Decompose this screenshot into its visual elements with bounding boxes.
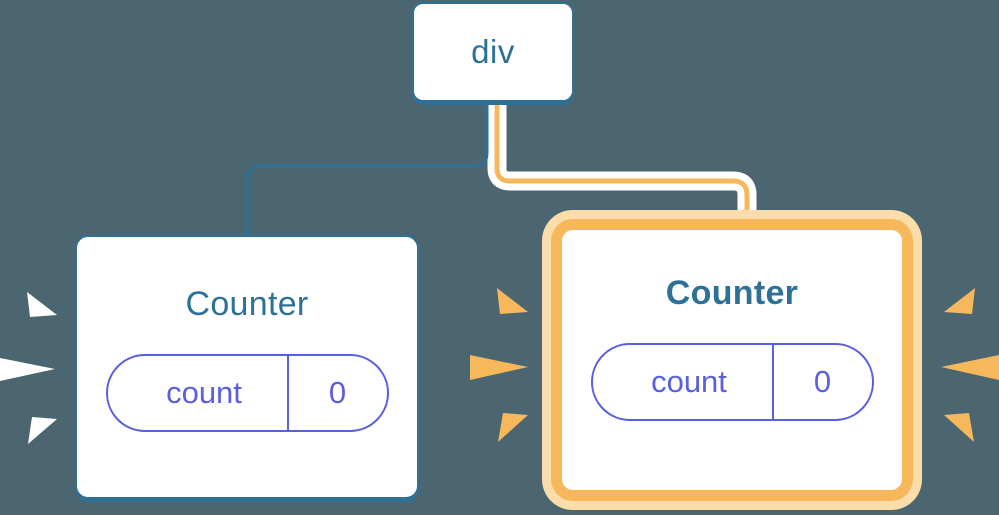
state-pill-left-key: count (166, 375, 242, 410)
edge-div-to-counter-right-glow (487, 104, 757, 236)
state-pill-left-value: 0 (286, 356, 387, 430)
edge-div-to-counter-right (494, 104, 750, 236)
node-counter-right-label: Counter (665, 274, 799, 312)
node-counter-left[interactable]: Counter count 0 (75, 235, 419, 499)
state-pill-right-value: 0 (771, 345, 872, 419)
node-counter-left-label: Counter (185, 285, 309, 323)
state-pill-right-key: count (651, 364, 727, 399)
state-pill-right: count 0 (590, 343, 874, 421)
node-div[interactable]: div (412, 2, 574, 102)
node-div-label: div (471, 33, 515, 70)
node-counter-right[interactable]: Counter count 0 (560, 228, 904, 492)
state-pill-left: count 0 (105, 354, 389, 432)
edge-div-to-counter-left (245, 104, 489, 237)
